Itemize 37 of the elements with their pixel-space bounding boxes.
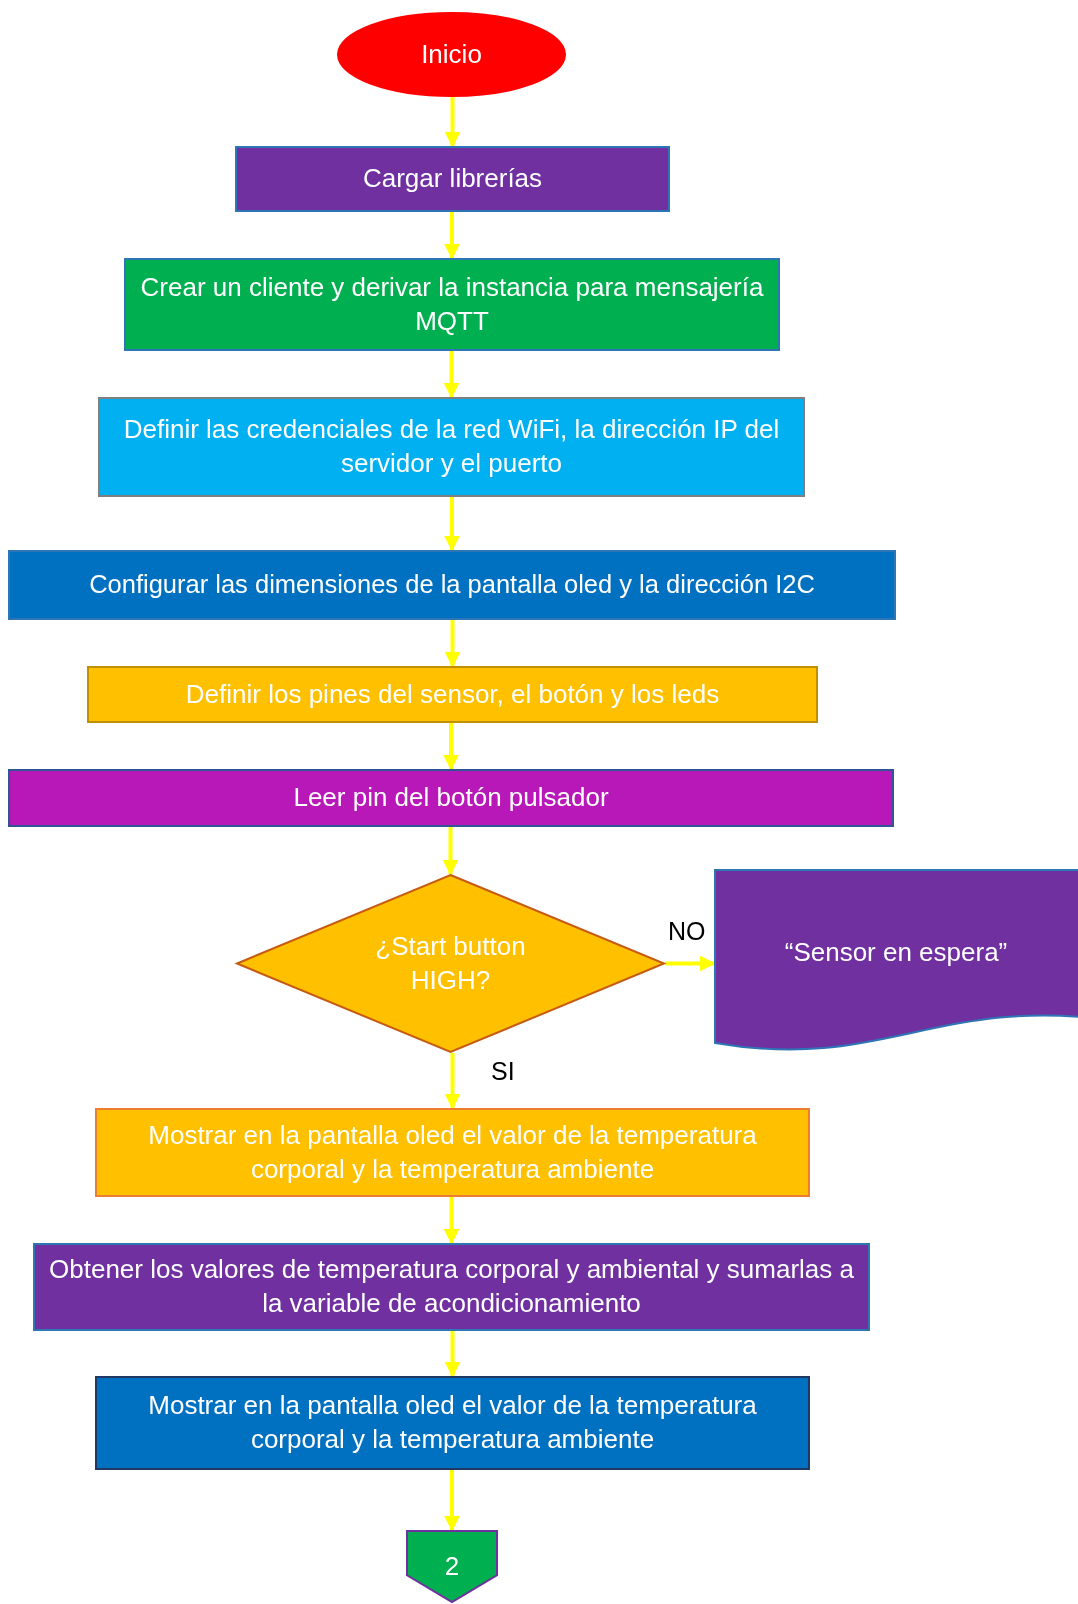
node-text: Definir las credenciales de la red WiFi, la dirección IP del servidor y el puerto — [122, 413, 781, 480]
process-box — [8, 769, 894, 827]
node-text: Mostrar en la pantalla oled el valor de la temperatura corporal y la temperatura ambiente — [147, 1389, 758, 1456]
node-text: Inicio — [421, 37, 482, 71]
node-text: 2 — [444, 1549, 460, 1583]
node-text: Mostrar en la pantalla oled el valor de la temperatura corporal y la temperatura ambiente — [147, 1118, 758, 1186]
node-text: Leer pin del botón pulsador — [293, 781, 609, 815]
decision-diamond — [236, 874, 665, 1053]
arrow — [444, 497, 460, 552]
start-ellipse — [337, 12, 566, 97]
arrow — [444, 1331, 461, 1378]
process-box — [87, 666, 818, 723]
arrow — [665, 955, 716, 972]
node-text: Cargar librerías — [362, 162, 543, 196]
node-text: “Sensor en espera” — [784, 935, 1008, 969]
node-text: Definir los pines del sensor, el botón y los leds — [185, 677, 720, 711]
arrow — [444, 1470, 460, 1532]
arrow — [442, 827, 459, 876]
process-box — [95, 1108, 810, 1197]
process-box — [33, 1243, 870, 1331]
node-text: Obtener los valores de temperatura corporal y ambiental y sumarlas a la variable de acondicionamiento — [48, 1253, 855, 1320]
process-box — [124, 258, 780, 351]
arrow — [444, 212, 460, 260]
process-box — [98, 397, 805, 497]
arrow — [444, 620, 461, 668]
arrow — [443, 1197, 460, 1245]
node-text: ¿Start button HIGH? — [374, 929, 527, 997]
process-box — [8, 550, 896, 620]
node-text: Crear un cliente y derivar la instancia para mensajería MQTT — [139, 270, 765, 338]
arrow — [443, 351, 460, 399]
off-page-connector — [406, 1530, 498, 1603]
arrow — [444, 1053, 461, 1110]
process-box — [95, 1376, 810, 1470]
arrow — [443, 723, 459, 771]
arrow — [444, 97, 461, 148]
node-text: Configurar las dimensiones de la pantalla oled y la dirección I2C — [89, 569, 815, 601]
process-box — [235, 146, 670, 212]
